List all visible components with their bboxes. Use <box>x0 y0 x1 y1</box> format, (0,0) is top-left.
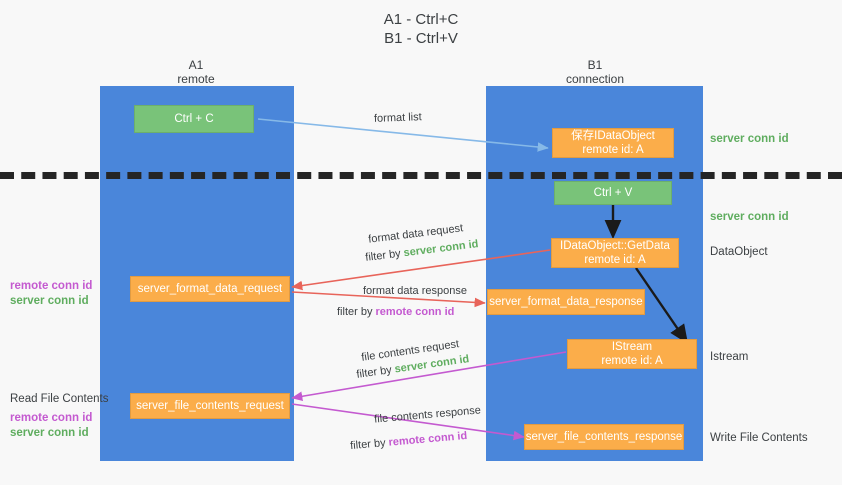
edge-label-file-contents-response-key: remote conn id <box>388 429 468 449</box>
edge-label-file-contents-response-prefix: filter by <box>349 436 390 453</box>
box-server-file-contents-response[interactable]: server_file_contents_response <box>524 424 684 450</box>
box-idataobject-getdata[interactable]: IDataObject::GetData remote id: A <box>551 238 679 268</box>
box-istream-line1: IStream <box>611 341 653 353</box>
box-idataobject-saved-line1: 保存IDataObject <box>571 130 655 142</box>
label-remote-conn-id-2: remote conn id <box>10 412 93 424</box>
edge-label-format-data-response-key: remote conn id <box>375 306 455 318</box>
separator-dashed-line <box>0 172 842 179</box>
box-server-file-contents-response-line1: server_file_contents_response <box>525 431 683 443</box>
edge-label-format-data-request-prefix: filter by <box>364 247 405 264</box>
column-header-a1: A1 remote <box>116 58 276 86</box>
box-server-format-data-request[interactable]: server_format_data_request <box>130 276 290 302</box>
edge-label-file-contents-request-prefix: filter by <box>355 363 396 381</box>
box-ctrl-c-line1: Ctrl + C <box>174 113 214 125</box>
box-idataobject-saved-line2: remote id: A <box>582 144 644 156</box>
label-remote-conn-id-1: remote conn id <box>10 280 93 292</box>
box-ctrl-v-line1: Ctrl + V <box>593 187 633 199</box>
edge-label-file-contents-response-line2: filter by remote conn id <box>350 429 468 453</box>
label-server-conn-id-top: server conn id <box>710 133 789 145</box>
box-idataobject-getdata-line1: IDataObject::GetData <box>560 240 670 252</box>
box-ctrl-c[interactable]: Ctrl + C <box>134 105 254 133</box>
box-server-format-data-request-line1: server_format_data_request <box>137 283 283 295</box>
label-dataobject: DataObject <box>710 246 768 258</box>
box-server-file-contents-request-line1: server_file_contents_request <box>136 400 284 412</box>
edge-label-file-contents-response-line1: file contents response <box>373 404 482 426</box>
edge-label-format-list: format list <box>373 111 422 125</box>
edge-label-format-data-request-key: server conn id <box>402 238 480 260</box>
box-server-format-data-response[interactable]: server_format_data_response <box>487 289 645 315</box>
column-header-b1-sub: connection <box>565 72 625 86</box>
column-header-a1-name: A1 <box>188 58 204 72</box>
box-istream[interactable]: IStream remote id: A <box>567 339 697 369</box>
box-idataobject-getdata-line2: remote id: A <box>584 254 646 266</box>
box-idataobject-saved[interactable]: 保存IDataObject remote id: A <box>552 128 674 158</box>
label-server-conn-id-2: server conn id <box>10 427 89 439</box>
box-server-file-contents-request[interactable]: server_file_contents_request <box>130 393 290 419</box>
page-title: A1 - Ctrl+C B1 - Ctrl+V <box>383 11 459 47</box>
edge-label-format-data-response-prefix: filter by <box>337 306 376 318</box>
box-istream-line2: remote id: A <box>601 355 663 367</box>
box-server-format-data-response-line1: server_format_data_response <box>489 296 643 308</box>
column-header-a1-sub: remote <box>177 72 215 86</box>
column-header-b1-name: B1 <box>587 58 603 72</box>
edge-label-format-data-response-line2: filter by remote conn id <box>337 305 454 319</box>
label-server-conn-id-1: server conn id <box>10 295 89 307</box>
label-server-conn-id-mid: server conn id <box>710 211 789 223</box>
label-write-file-contents: Write File Contents <box>710 432 808 444</box>
column-header-b1: B1 connection <box>515 58 675 86</box>
label-read-file-contents: Read File Contents <box>10 393 109 405</box>
edge-label-format-data-response-line1: format data response <box>363 285 467 297</box>
label-istream: Istream <box>710 351 749 363</box>
box-ctrl-v[interactable]: Ctrl + V <box>554 181 672 205</box>
